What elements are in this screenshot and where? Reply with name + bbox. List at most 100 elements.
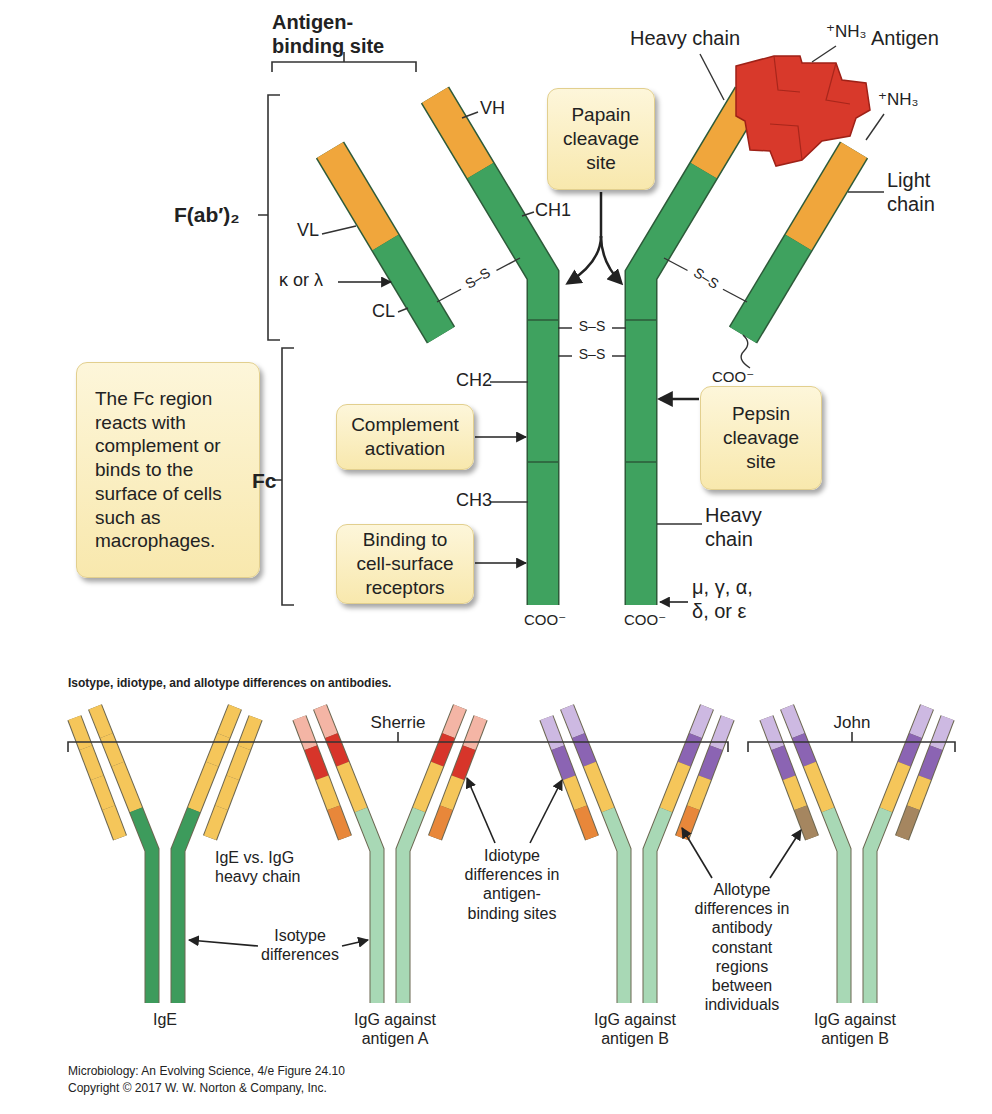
- callout-box: Complement activation: [336, 404, 474, 470]
- light-chain-outline: [435, 718, 481, 838]
- light-chain-outline: [330, 150, 441, 335]
- constant-region: [419, 764, 437, 810]
- disulfide-bond: [664, 258, 747, 302]
- part-label: ⁺NH₃: [826, 22, 876, 42]
- leader-line: [866, 114, 884, 140]
- part-label: Antigen-binding site: [272, 10, 402, 58]
- papain-arrow-stem: [600, 192, 603, 238]
- part-label: Fc: [252, 468, 292, 493]
- variable-region: [798, 736, 809, 765]
- variable-region: [787, 707, 798, 736]
- part-label: Allotype differences in antibody constan…: [692, 880, 792, 1014]
- variable-region: [799, 150, 855, 243]
- heavy-chain-outline: [403, 707, 460, 1003]
- constant-region: [386, 243, 442, 336]
- part-label: Heavy chain: [630, 26, 760, 50]
- callout-box: Papain cleavage site: [547, 88, 655, 190]
- fab-bracket: [258, 95, 280, 340]
- antigen-steps: [770, 56, 850, 160]
- part-label: VH: [480, 98, 520, 120]
- constant-region: [97, 778, 108, 808]
- variable-region: [224, 707, 235, 736]
- constant-region: [109, 808, 120, 838]
- antibody-chains: [74, 95, 947, 1003]
- heavy-chain-stem: [870, 810, 886, 1003]
- papain-arrow-branch: [601, 236, 621, 283]
- part-label: S–S: [457, 262, 499, 296]
- constant-region: [743, 243, 799, 336]
- constant-region: [666, 764, 684, 810]
- light-chain-outline: [743, 150, 854, 335]
- variable-region: [320, 707, 331, 736]
- callout-text: Papain cleavage site: [554, 103, 648, 174]
- part-label: IgG against antigen B: [800, 1010, 910, 1048]
- variable-region: [936, 718, 947, 748]
- heavy-chain-outline: [787, 707, 844, 1003]
- domain-divider: [528, 319, 558, 321]
- variable-region: [212, 736, 223, 765]
- variable-region: [916, 707, 927, 736]
- part-label: F(ab′)₂: [174, 202, 264, 227]
- heavy-chain-outline: [870, 707, 927, 1003]
- constant-region: [682, 808, 693, 838]
- heavy-chain-stem: [178, 810, 194, 1003]
- variable-region: [469, 718, 480, 748]
- variable-region: [766, 718, 777, 748]
- part-label: IgE: [145, 1010, 185, 1029]
- heavy-chain-stem: [361, 810, 377, 1003]
- part-label: CL: [372, 301, 412, 323]
- variable-region: [437, 736, 448, 765]
- constant-region: [590, 764, 608, 810]
- variable-region: [558, 748, 569, 778]
- constant-region: [446, 778, 457, 808]
- variable-region: [74, 718, 85, 748]
- variable-region: [106, 736, 117, 765]
- part-label: IgG against antigen B: [580, 1010, 690, 1048]
- callout-text: Pepsin cleavage site: [707, 402, 815, 473]
- light-chain-outline: [682, 718, 728, 838]
- part-label: John: [822, 713, 882, 733]
- pointer-arrow: [338, 281, 391, 283]
- constant-region: [693, 778, 704, 808]
- pointer-arrow: [770, 830, 801, 878]
- leader-line: [462, 112, 478, 118]
- leader-line: [657, 523, 702, 524]
- leader-lines: [322, 46, 884, 524]
- leader-line: [700, 54, 724, 100]
- part-label: IgG against antigen A: [340, 1010, 450, 1048]
- variable-region: [716, 718, 727, 748]
- variable-region: [330, 150, 386, 243]
- variable-region: [578, 736, 589, 765]
- part-label: CH3: [456, 490, 496, 512]
- heavy-chain-stem: [136, 810, 152, 1003]
- constant-region: [118, 764, 136, 810]
- part-label: S–S: [572, 347, 612, 362]
- pointer-arrow: [682, 828, 712, 878]
- variable-region: [244, 718, 255, 748]
- john-bracket: [748, 732, 955, 752]
- domain-divider: [626, 319, 656, 321]
- constant-region: [210, 808, 221, 838]
- callout-box: The Fc region reacts with complement or …: [76, 362, 260, 578]
- leader-line: [322, 226, 356, 234]
- domain-divider: [528, 461, 558, 463]
- part-label: ⁺NH₃: [878, 90, 928, 110]
- constant-region: [810, 764, 828, 810]
- part-label: COO⁻: [524, 611, 584, 629]
- constant-region: [334, 808, 345, 838]
- light-chain-outline: [546, 718, 592, 838]
- leader-line: [398, 308, 408, 312]
- heavy-chain-outline: [95, 707, 152, 1003]
- part-label: COO⁻: [624, 611, 684, 629]
- part-label: Light chain: [887, 168, 947, 216]
- light-chain-outline: [902, 718, 948, 838]
- part-label: Heavy chain: [705, 503, 780, 551]
- callout-text: The Fc region reacts with complement or …: [95, 387, 245, 553]
- callout-text: Complement activation: [343, 413, 467, 461]
- part-label: Sherrie: [358, 713, 438, 733]
- part-label: Isotype differences: [255, 926, 345, 964]
- constant-region: [886, 764, 904, 810]
- domain-divider: [626, 461, 656, 463]
- pointer-arrow: [475, 562, 526, 564]
- antigen-shape: [736, 56, 870, 166]
